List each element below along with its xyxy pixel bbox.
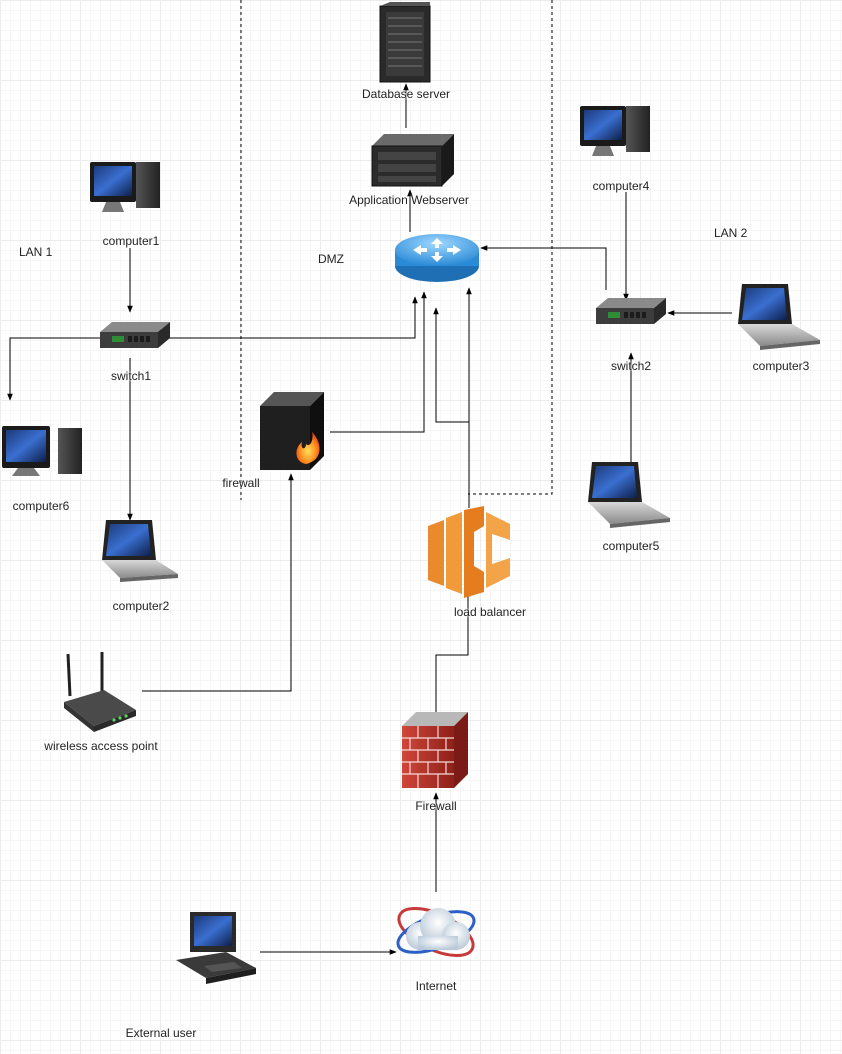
edge-wap-firewall [142,473,294,692]
label-load-balancer: load balancer [453,605,527,619]
edge-switch2-router [480,245,607,290]
edge-switch1-computer6 [7,337,102,401]
wireless-ap-icon [64,652,136,732]
switch2-icon [596,298,666,324]
zone-label-dmz: DMZ [318,252,344,266]
internet-cloud-icon [396,907,476,957]
label-firewall-dmz: firewall [222,476,260,490]
computer3-icon [738,284,820,350]
label-internet: Internet [415,979,457,993]
router-icon [395,234,479,282]
computer6-icon [2,426,82,476]
edge-firewall-router [330,291,427,433]
edge-switch1-router [160,296,418,339]
computer2-icon [102,520,178,582]
label-firewall-edge: Firewall [415,799,457,813]
label-wireless-ap: wireless access point [44,739,158,753]
connectors [7,83,732,955]
firewall-edge-icon [402,712,468,788]
firewall-dmz-icon [260,392,324,470]
database-server-icon [379,2,431,83]
load-balancer-icon [428,506,510,598]
label-computer3: computer3 [752,359,810,373]
webserver-icon [371,134,454,187]
external-user-icon [176,912,256,984]
zone-label-lan1: LAN 1 [19,245,53,259]
label-computer6: computer6 [12,499,70,513]
label-switch1: switch1 [110,369,152,383]
zone-label-lan2: LAN 2 [714,226,748,240]
label-computer4: computer4 [592,179,650,193]
computer5-icon [588,462,670,528]
label-computer1: computer1 [102,234,160,248]
computer4-icon [580,106,650,156]
edge-firewall-lb [435,589,471,712]
dmz-boundary [240,0,553,500]
edge-lb-router [433,307,470,508]
label-database-server: Database server [361,87,451,101]
label-switch2: switch2 [610,359,652,373]
label-computer5: computer5 [602,539,660,553]
label-external-user: External user [125,1026,197,1040]
computer1-icon [90,162,160,212]
label-computer2: computer2 [112,599,170,613]
label-app-webserver: Application Webserver [349,193,469,207]
switch1-icon [100,322,170,348]
